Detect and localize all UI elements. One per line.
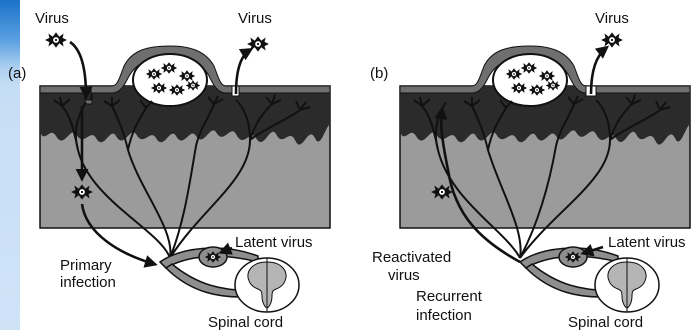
vesicle-a	[133, 54, 207, 106]
spinal-cord-label-a: Spinal cord	[208, 314, 283, 330]
primary-infection-label-line2: infection	[60, 274, 116, 291]
reactivated-virus-label-line2: virus	[388, 267, 420, 284]
recurrent-infection-label-line1: Recurrent	[416, 288, 483, 305]
spinal-cord-label-b: Spinal cord	[568, 314, 643, 330]
spinal-cord-a	[235, 258, 299, 312]
reactivated-virus-label-line1: Reactivated	[372, 249, 451, 266]
recurrent-infection-label-line2: infection	[416, 307, 472, 324]
virus-exit-label-b: Virus	[595, 10, 629, 27]
virus-entry-label-a: Virus	[35, 10, 69, 27]
panel-a-label: (a)	[8, 65, 26, 82]
panel-b-label: (b)	[370, 65, 388, 82]
vesicle-b	[493, 54, 567, 106]
primary-infection-label-line1: Primary	[60, 257, 112, 274]
latent-virus-label-a: Latent virus	[235, 234, 313, 251]
spinal-cord-b	[595, 258, 659, 312]
virus-exit-label-a: Virus	[238, 10, 272, 27]
latent-virus-label-b: Latent virus	[608, 234, 686, 251]
